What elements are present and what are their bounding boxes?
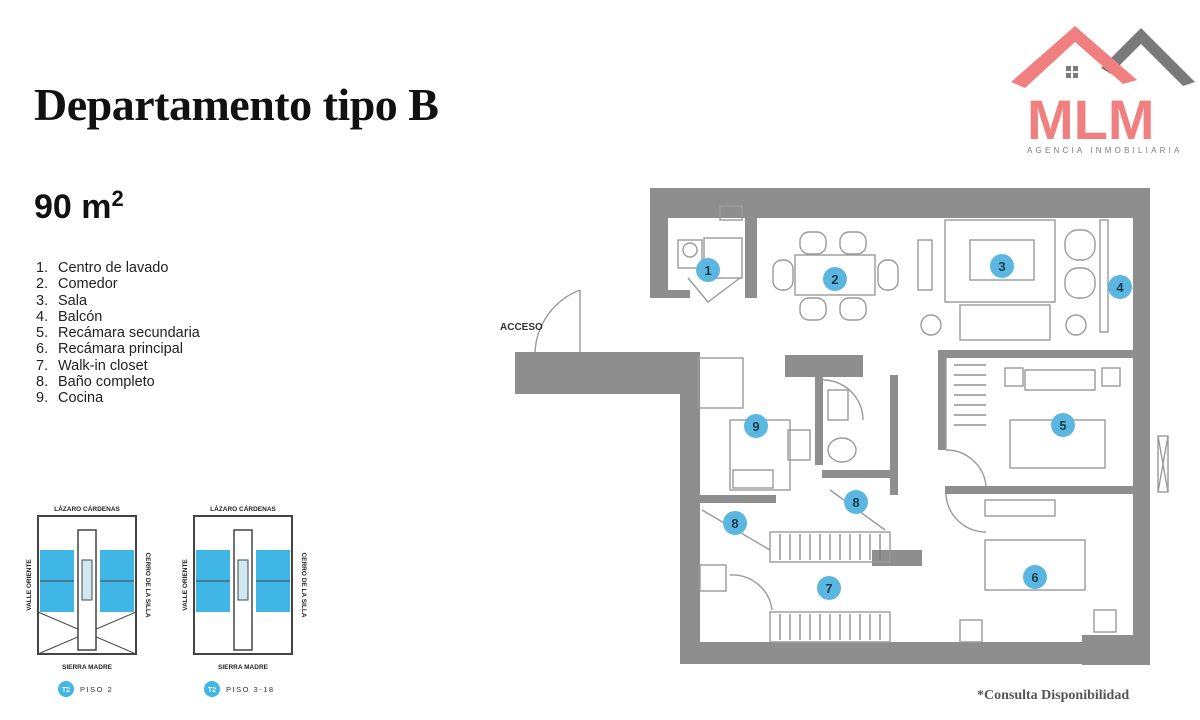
marker-8-b: 8 (731, 516, 738, 531)
page-title: Departamento tipo B (34, 79, 439, 130)
mini-badge: T2 (208, 687, 216, 694)
mini-plan-piso-2: LÁZARO CÁRDENAS SIERRA MADRE VALLE ORIEN… (26, 504, 151, 697)
marker-4: 4 (1116, 280, 1124, 295)
legend-item: 2.Comedor (36, 276, 118, 293)
area-value: 90 m (34, 188, 112, 226)
vent (719, 205, 743, 221)
marker-6: 6 (1031, 570, 1038, 585)
logo-window (1066, 66, 1071, 71)
mini-badge: T2 (62, 687, 70, 694)
mini-street-top: LÁZARO CÁRDENAS (210, 504, 276, 513)
availability-note: *Consulta Disponibilidad (977, 688, 1130, 703)
legend-item: 3.Sala (36, 292, 88, 309)
bed-master (984, 539, 1086, 591)
logo-text: MLM (1027, 88, 1155, 151)
mini-street-bottom: SIERRA MADRE (62, 664, 113, 671)
legend-item: 6.Recámara principal (36, 341, 183, 358)
mini-street-top: LÁZARO CÁRDENAS (54, 504, 120, 513)
entry-door (534, 289, 581, 353)
legend-item: 4.Balcón (36, 308, 103, 325)
legend-item: 5.Recámara secundaria (36, 325, 200, 342)
marker-9: 9 (752, 419, 759, 434)
mini-street-right: CERRO DE LA SILLA (300, 552, 307, 617)
mini-street-left: VALLE ORIENTE (182, 559, 189, 611)
mini-street-bottom: SIERRA MADRE (218, 664, 269, 671)
walls (515, 188, 1150, 665)
access-label: ACCESO (500, 322, 543, 333)
legend-item: 7.Walk-in closet (36, 357, 148, 374)
marker-1: 1 (704, 263, 711, 278)
room-markers: 1 2 3 4 5 6 7 8 8 9 (696, 254, 1132, 600)
marker-7: 7 (825, 581, 832, 596)
mini-street-right: CERRO DE LA SILLA (144, 552, 151, 617)
mini-floor: PISO 3-18 (226, 685, 275, 694)
closet-hatch (779, 364, 986, 640)
area-label: 90 m2 (34, 186, 124, 227)
mini-plan-piso-3-18: LÁZARO CÁRDENAS SIERRA MADRE VALLE ORIEN… (182, 504, 307, 697)
room-legend: 1.Centro de lavado 2.Comedor 3.Sala 4.Ba… (36, 260, 200, 407)
logo-subtitle: AGENCIA INMOBILIARIA (1027, 146, 1183, 155)
marker-2: 2 (831, 272, 838, 287)
mini-floor: PISO 2 (80, 685, 113, 694)
legend-item: 8.Baño completo (36, 374, 155, 391)
fixtures (534, 205, 1169, 643)
dining-table (794, 254, 876, 296)
sofa-area (944, 219, 1056, 303)
floor-plan: ACCESO 1 2 3 4 5 6 7 8 8 9 (500, 188, 1169, 665)
mini-street-left: VALLE ORIENTE (26, 559, 33, 611)
area-unit-superscript: 2 (111, 186, 124, 211)
legend-item: 9.Cocina (36, 390, 104, 407)
marker-8-a: 8 (852, 495, 859, 510)
marker-5: 5 (1059, 418, 1066, 433)
mlm-logo: MLM (1011, 26, 1195, 151)
marker-3: 3 (998, 259, 1005, 274)
legend-item: 1.Centro de lavado (36, 260, 169, 276)
logo-roof-pink (1011, 26, 1137, 88)
bedroom-door (945, 449, 987, 487)
logo-roof-gray (1101, 28, 1195, 86)
